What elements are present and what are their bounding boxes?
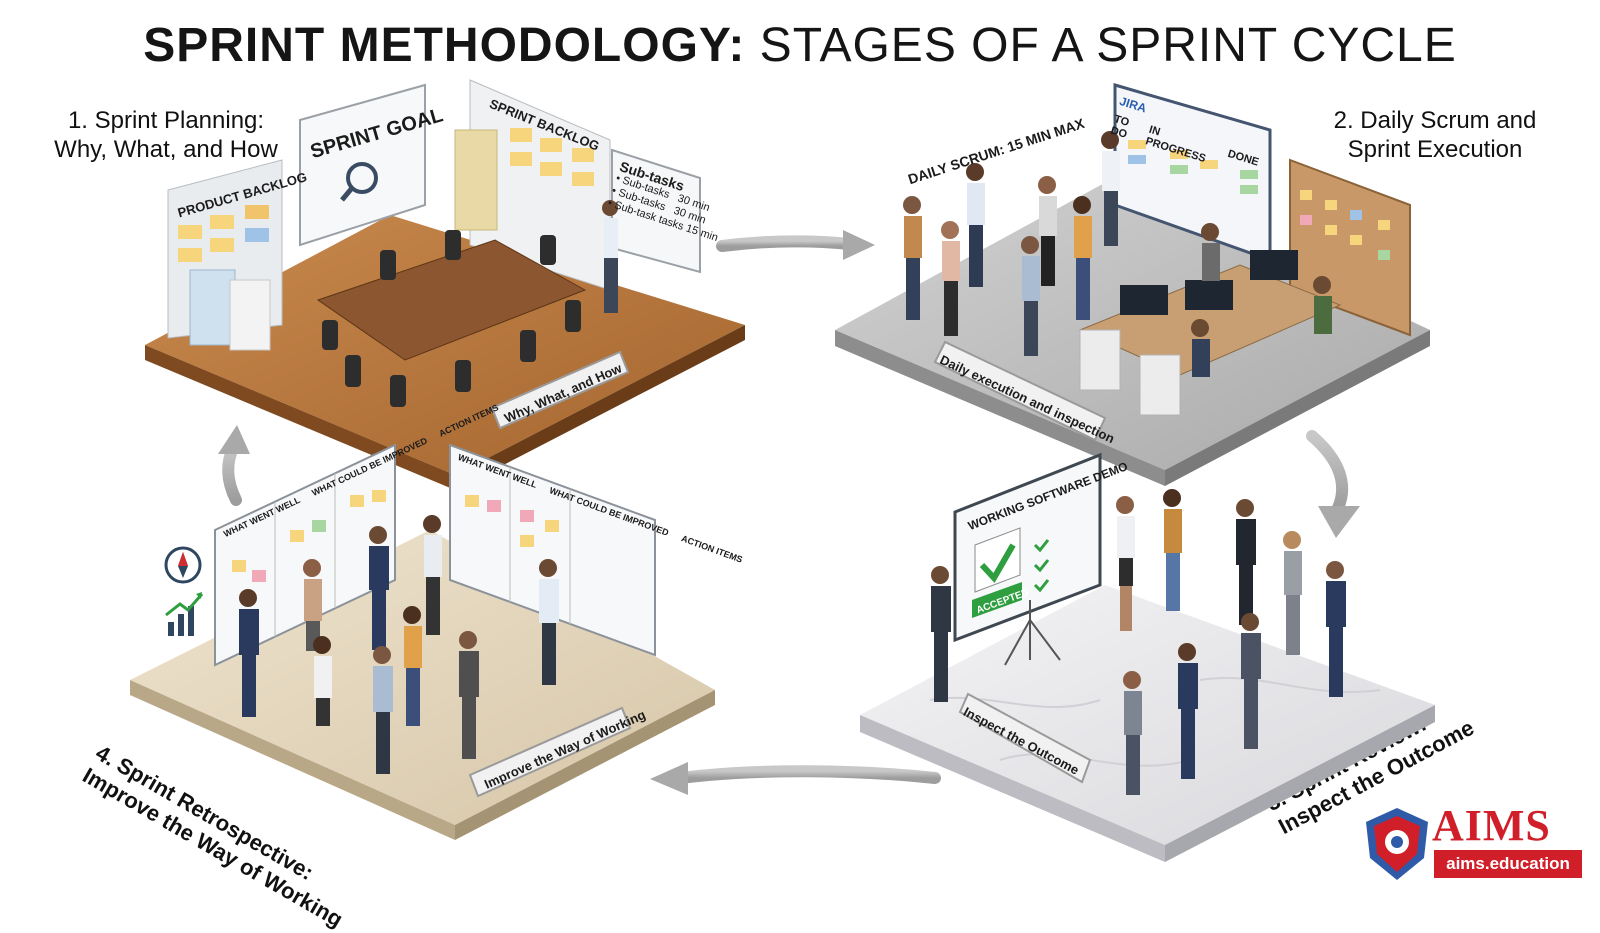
growth-chart-icon <box>165 592 204 636</box>
cycle-arrowheads <box>218 230 1360 795</box>
magnifier-icon <box>346 162 378 194</box>
stage-3-platform <box>860 452 1435 862</box>
diagram-illustration <box>130 79 1435 862</box>
planning-team <box>322 200 618 407</box>
title-bold: SPRINT METHODOLOGY: <box>143 19 746 72</box>
corkboard-notes <box>1300 190 1390 260</box>
stage-2-label: 2. Daily Scrum and Sprint Execution <box>1300 106 1570 164</box>
sprint-backlog-notes <box>510 128 594 186</box>
product-backlog-notes <box>178 205 269 262</box>
aims-logo-url: aims.education <box>1434 850 1582 878</box>
sprint-cycle-diagram: SPRINT METHODOLOGY: STAGES OF A SPRINT C… <box>0 18 1600 932</box>
daily-scrum-team <box>903 131 1332 377</box>
stage-1-label-line1: 1. Sprint Planning: <box>67 107 265 134</box>
checkmark-icon <box>979 543 1016 584</box>
retro-notes <box>232 490 559 582</box>
review-stakeholders <box>931 489 1346 795</box>
aims-logo[interactable]: AIMS aims.education <box>1362 800 1588 886</box>
jira-cards <box>1128 140 1258 194</box>
stage-2-platform <box>835 83 1430 486</box>
retro-board-right <box>449 443 656 657</box>
stage-2-label-line1: 2. Daily Scrum and <box>1333 107 1537 134</box>
aims-emblem-icon <box>1366 808 1428 880</box>
compass-icon <box>164 546 202 584</box>
page-title: SPRINT METHODOLOGY: STAGES OF A SPRINT C… <box>0 18 1600 73</box>
stage-1-label: 1. Sprint Planning: Why, What, and How <box>26 106 306 164</box>
title-normal: STAGES OF A SPRINT CYCLE <box>745 19 1457 72</box>
aims-logo-name: AIMS <box>1432 801 1551 850</box>
stage-1-label-line2: Why, What, and How <box>54 136 278 163</box>
stage-2-label-line2: Sprint Execution <box>1347 136 1523 163</box>
stage-1-platform <box>145 79 745 490</box>
stage-4-platform <box>130 443 715 840</box>
retro-team <box>239 515 559 774</box>
